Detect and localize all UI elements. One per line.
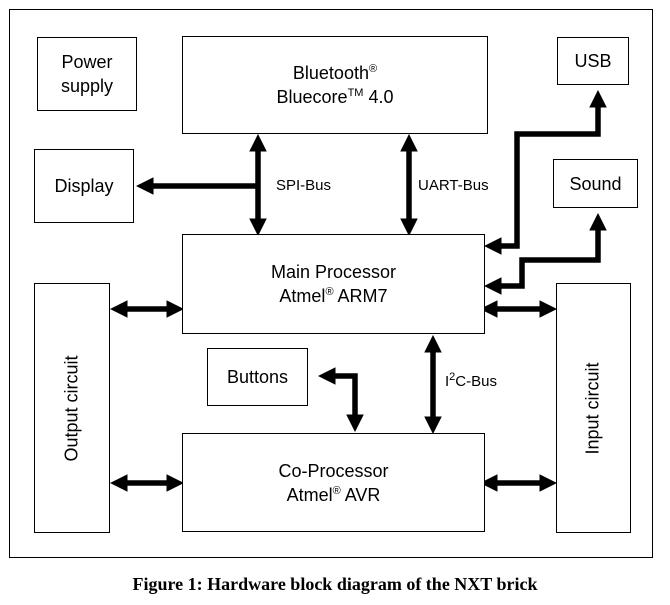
output-circuit-box — [34, 283, 110, 533]
co-processor-box: Co-Processor Atmel® AVR — [182, 433, 485, 532]
i2c-bus-label: I2C-Bus — [445, 371, 497, 391]
diagram-frame — [9, 9, 653, 558]
spi-bus-label: SPI-Bus — [276, 177, 332, 194]
figure-caption: Figure 1: Hardware block diagram of the … — [132, 574, 538, 594]
power-supply-line2: supply — [60, 76, 114, 96]
output-circuit-label: Output circuit — [61, 355, 82, 462]
bluetooth-line2: BluecoreTM 4.0 — [276, 87, 394, 107]
buttons-box: Buttons — [207, 348, 308, 406]
bluetooth-line1: Bluetooth® — [292, 63, 378, 83]
display-label: Display — [54, 176, 114, 196]
bluetooth-box: Bluetooth® BluecoreTM 4.0 — [182, 36, 488, 134]
sound-box: Sound — [553, 159, 638, 208]
sound-label: Sound — [569, 173, 622, 194]
main-processor-line1: Main Processor — [270, 262, 397, 282]
uart-bus-label: UART-Bus — [418, 177, 489, 194]
buttons-arrow — [317, 367, 364, 433]
usb-label: USB — [574, 51, 612, 71]
power-supply-box: Power supply — [37, 37, 137, 111]
buttons-label: Buttons — [226, 367, 289, 387]
co-processor-line2: Atmel® AVR — [286, 484, 381, 505]
sound-arrow — [483, 212, 607, 295]
main-processor-box: Main Processor Atmel® ARM7 — [182, 234, 485, 334]
main-processor-line2: Atmel® ARM7 — [279, 286, 388, 306]
usb-box: USB — [557, 37, 629, 85]
input-circuit-label: Input circuit — [582, 362, 603, 455]
display-box: Display — [34, 149, 134, 223]
co-processor-line1: Co-Processor — [278, 460, 389, 481]
input-circuit-box — [556, 283, 631, 533]
power-supply-line1: Power — [61, 52, 113, 72]
